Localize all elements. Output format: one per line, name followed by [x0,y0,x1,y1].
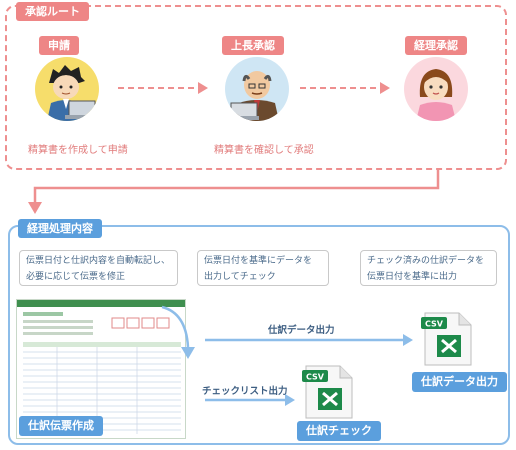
note-output-data-line2: 伝票日付を基準に出力 [367,272,458,282]
note-auto-posting-line2: 必要に応じて伝票を修正 [26,272,126,282]
note-output-data: チェック済みの仕訳データを 伝票日付を基準に出力 [360,250,497,286]
section-connector-arrow [28,168,440,214]
journal-slip-label: 仕訳伝票作成 [19,416,103,436]
step-manager-caption: 精算書を確認して承認 [214,145,314,156]
step-apply-tag: 申請 [39,36,79,55]
approval-route-title: 承認ルート [16,2,89,21]
accounting-title: 経理処理内容 [18,219,102,238]
journal-export-arrow [205,334,413,346]
note-output-check-line2: 出力してチェック [204,272,276,282]
employee-at-laptop-icon [35,57,99,121]
journal-data-label: 仕訳データ出力 [412,372,507,392]
approval-route-panel [5,5,507,170]
checklist-arrow [205,394,295,406]
journal-export-arrow-label: 仕訳データ出力 [268,325,335,336]
journal-check-csv-icon: CSV [302,362,354,424]
journal-data-csv-badge: CSV [425,320,444,329]
accounting-staff-icon [404,57,468,121]
note-output-check: 伝票日付を基準にデータを 出力してチェック [197,250,329,286]
checklist-arrow-label: チェックリスト出力 [202,386,288,397]
journal-check-csv-badge: CSV [306,373,325,382]
accounting-panel [8,225,510,445]
step-manager-tag: 上長承認 [222,36,284,55]
step-accounting-tag: 経理承認 [405,36,467,55]
note-auto-posting: 伝票日付と仕訳内容を自動転記し、 必要に応じて伝票を修正 [19,250,178,286]
flow-arrow-1 [118,82,208,94]
note-auto-posting-line1: 伝票日付と仕訳内容を自動転記し、 [26,256,171,266]
manager-at-laptop-icon [225,57,289,121]
journal-check-label: 仕訳チェック [297,421,381,441]
note-output-data-line1: チェック済みの仕訳データを [367,256,485,266]
note-output-check-line1: 伝票日付を基準にデータを [204,256,313,266]
journal-data-csv-icon: CSV [421,309,473,371]
slip-curve-arrow [161,305,195,359]
step-apply-caption: 精算書を作成して申請 [28,145,128,156]
flow-arrow-2 [300,82,390,94]
